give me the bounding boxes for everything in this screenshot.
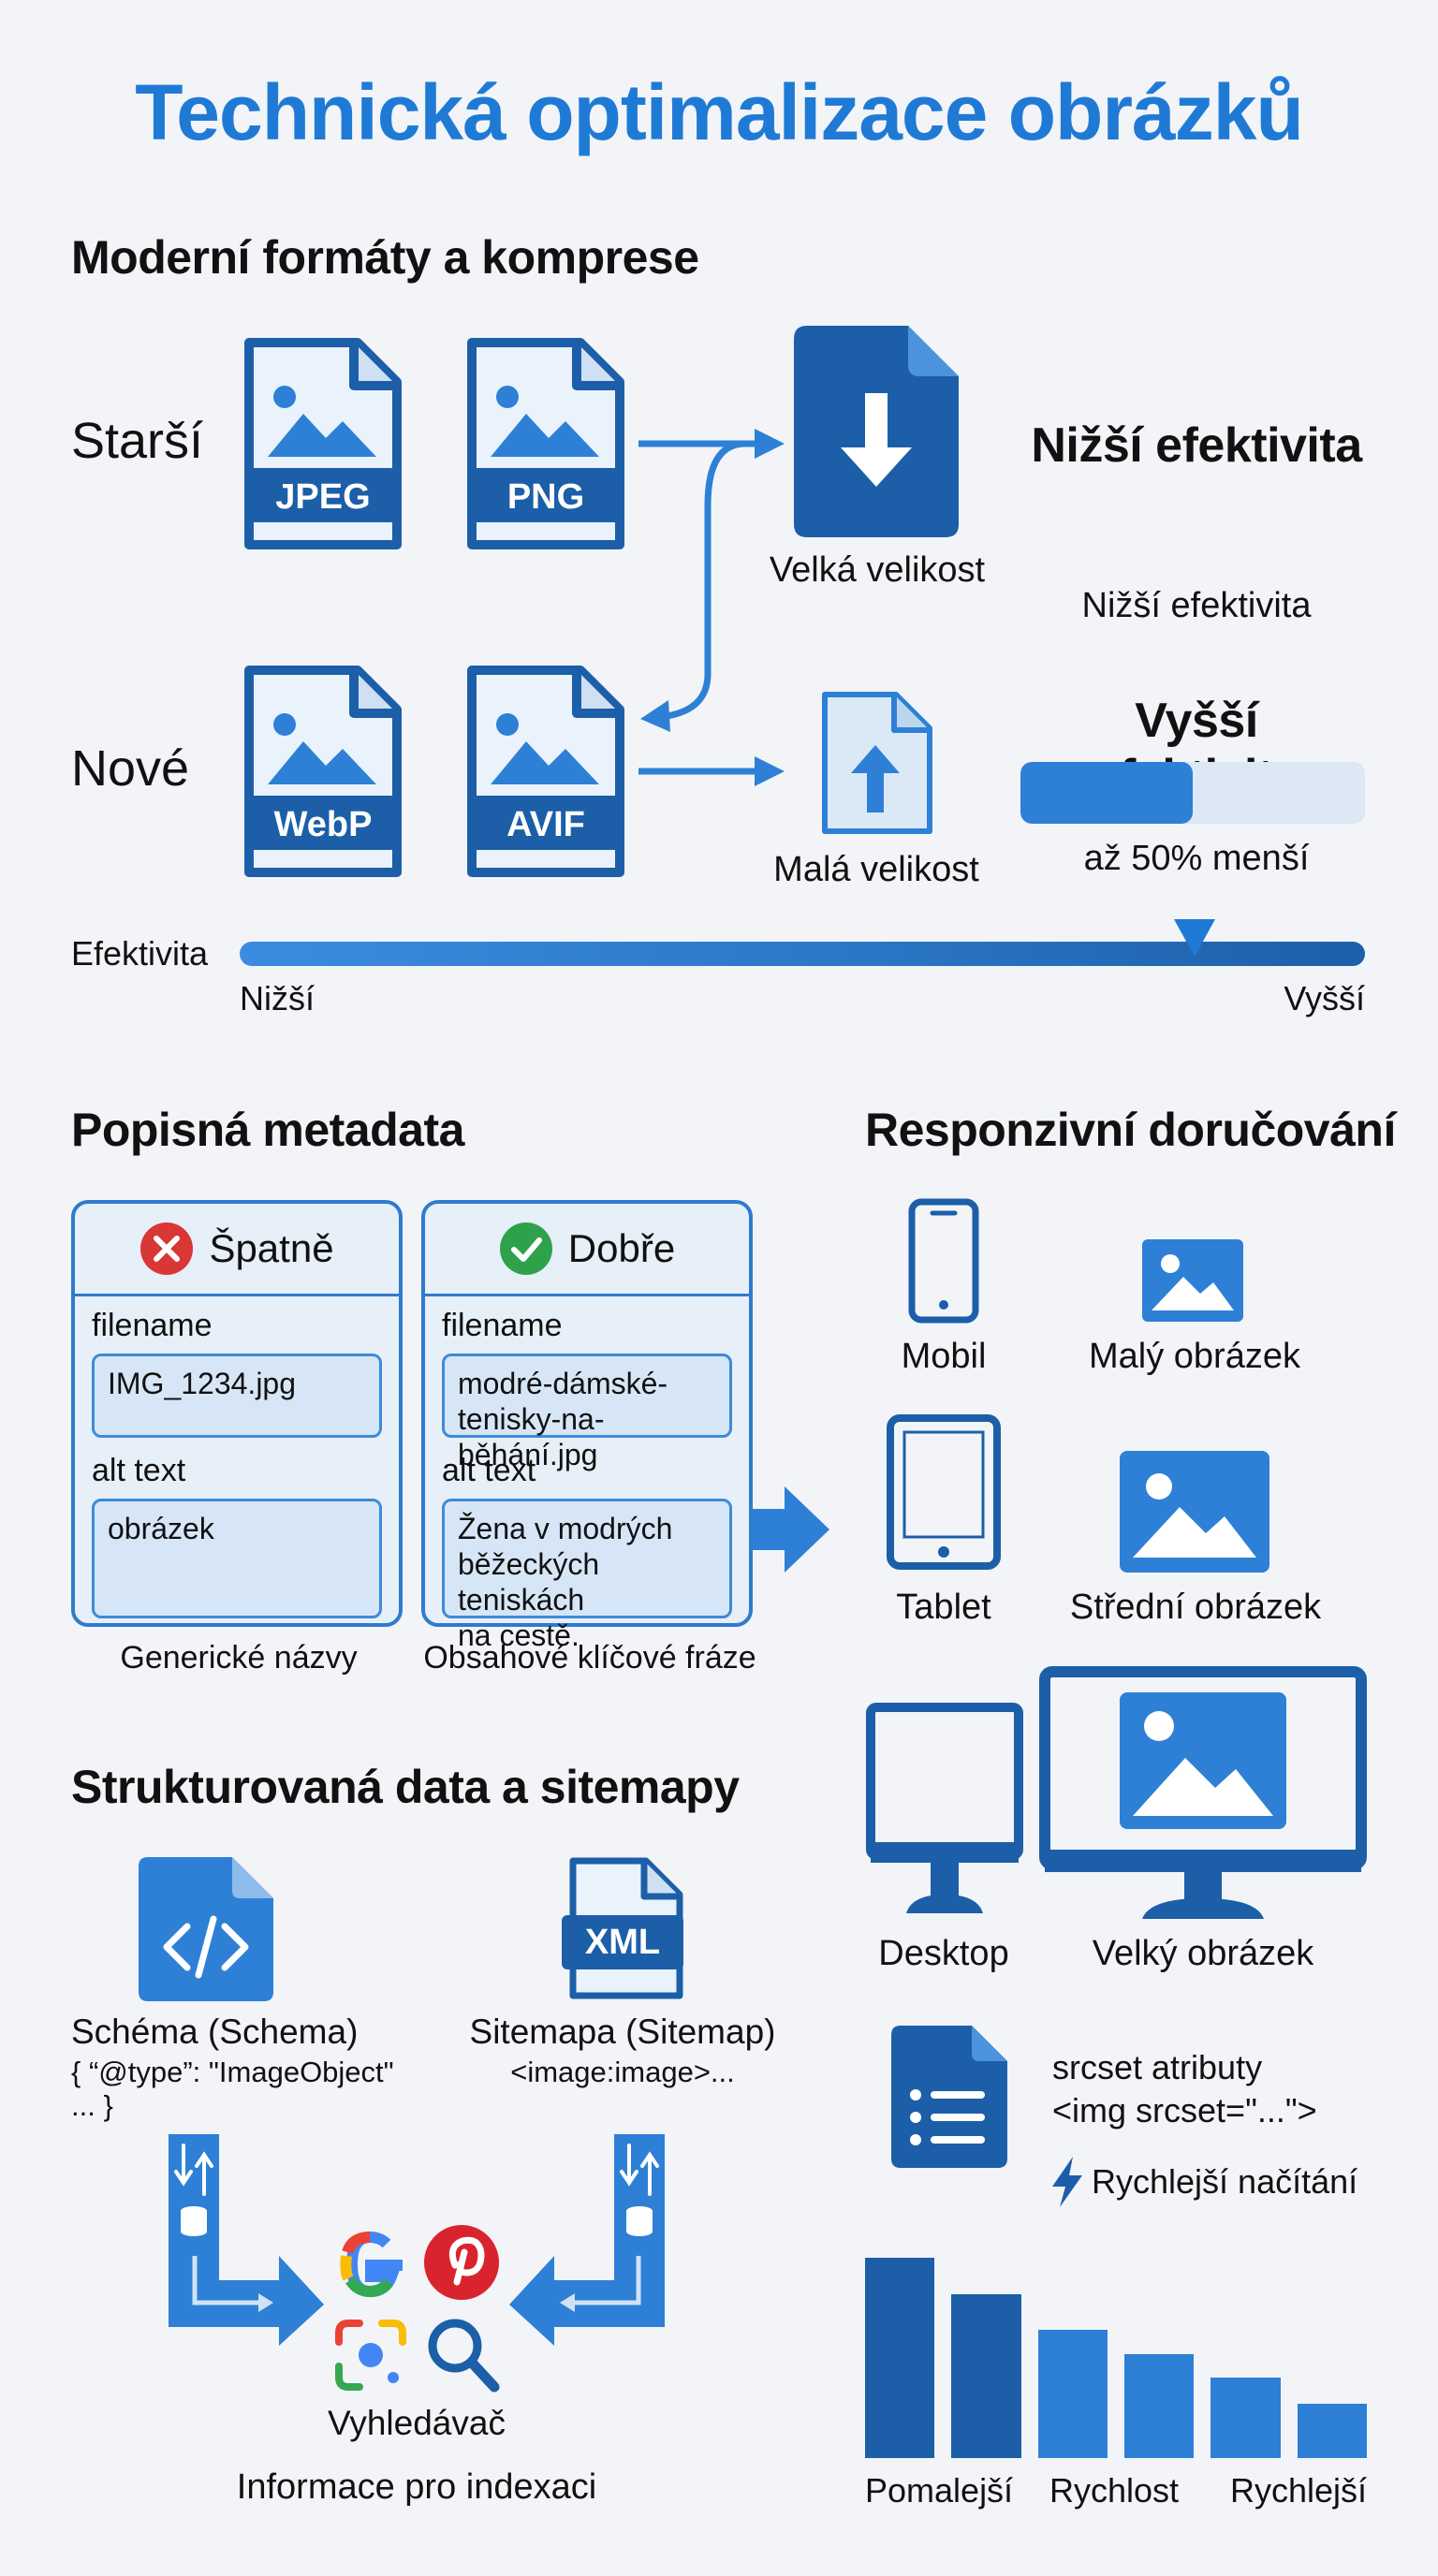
schema-label: Schéma (Schema) xyxy=(71,2012,359,2051)
good-filename-line: modré-dámské- xyxy=(458,1367,668,1400)
large-file-download-icon xyxy=(794,326,959,537)
xml-file-icon: XML xyxy=(562,1857,683,1999)
speed-mid-label: Rychlost xyxy=(1049,2471,1180,2510)
large-size-label: Velká velikost xyxy=(769,550,986,590)
png-file-icon: PNG xyxy=(467,338,624,549)
small-size-arrow xyxy=(638,756,785,786)
speed-bar xyxy=(1037,2330,1108,2458)
tablet-label: Tablet xyxy=(896,1588,991,1627)
avif-label: AVIF xyxy=(506,805,585,844)
efficiency-progress-bar xyxy=(1020,762,1365,824)
medium-image-label: Střední obrázek xyxy=(1069,1588,1322,1627)
google-lens-icon xyxy=(335,2320,406,2391)
good-card-title: Dobře xyxy=(567,1226,676,1270)
efficiency-marker-icon xyxy=(1174,919,1215,957)
schema-code-line: ... } xyxy=(71,2089,113,2122)
metadata-to-responsive-arrow xyxy=(751,1486,829,1573)
desktop-label: Desktop xyxy=(878,1934,1009,1973)
good-alt-field: Žena v modrých běžeckých teniskách na ce… xyxy=(442,1499,732,1652)
scale-high-label: Vyšší xyxy=(1284,979,1365,1017)
speed-slow-label: Pomalejší xyxy=(865,2471,1014,2510)
srcset-document-icon xyxy=(891,2026,1007,2168)
schema-code-line: { “@type”: "ImageObject" xyxy=(71,2056,394,2088)
good-alt-label: alt text xyxy=(442,1453,536,1488)
speed-fast-label: Rychlejší xyxy=(1229,2471,1367,2510)
sitemap-label: Sitemapa (Sitemap) xyxy=(469,2012,776,2051)
search-magnifier-icon xyxy=(428,2319,500,2393)
sitemap-flow-arrow xyxy=(509,2134,665,2346)
responsive-heading: Responzivní doručování xyxy=(865,1104,1396,1156)
xml-badge-label: XML xyxy=(585,1923,660,1962)
new-formats-label: Nové xyxy=(71,740,190,797)
speed-bar xyxy=(865,2258,935,2458)
bad-example-card: Špatně filename IMG_1234.jpg alt text ob… xyxy=(71,1200,403,1627)
png-label: PNG xyxy=(507,477,584,517)
good-filename-label: filename xyxy=(442,1308,563,1343)
good-alt-line: na cestě. xyxy=(458,1618,580,1652)
search-engine-label: Vyhledávač xyxy=(328,2404,506,2442)
medium-image-icon xyxy=(1120,1451,1269,1573)
efficiency-scale-bar xyxy=(240,942,1365,966)
srcset-code: <img srcset="..."> xyxy=(1052,2091,1317,2130)
good-alt-line: Žena v modrých xyxy=(458,1512,673,1545)
bad-card-header: Špatně xyxy=(75,1204,399,1296)
indexing-caption: Informace pro indexaci xyxy=(236,2467,597,2507)
sitemap-code: <image:image>... xyxy=(510,2056,735,2088)
lightning-icon xyxy=(1052,2157,1082,2207)
speed-bar xyxy=(951,2294,1021,2458)
smaller-note: až 50% menší xyxy=(1083,839,1310,878)
large-image-label: Velký obrázek xyxy=(1092,1934,1314,1973)
check-icon xyxy=(499,1222,552,1275)
bad-card-title: Špatně xyxy=(209,1226,334,1270)
bad-caption: Generické názvy xyxy=(120,1640,358,1676)
good-example-card: Dobře filename modré-dámské- tenisky-na-… xyxy=(421,1200,753,1652)
good-filename-field: modré-dámské- tenisky-na-běhání.jpg xyxy=(442,1354,732,1471)
mobile-label: Mobil xyxy=(901,1337,987,1376)
pinterest-logo-icon xyxy=(424,2225,499,2300)
webp-label: WebP xyxy=(274,805,373,844)
desktop-monitor-icon xyxy=(866,1703,1023,1913)
page-title: Technická optimalizace obrázků xyxy=(135,68,1304,156)
bad-filename-label: filename xyxy=(92,1308,213,1343)
good-caption: Obsahové klíčové fráze xyxy=(423,1640,756,1676)
good-card-header: Dobře xyxy=(425,1204,749,1296)
error-icon xyxy=(140,1222,194,1275)
google-logo-icon xyxy=(340,2231,403,2298)
efficiency-scale-label: Efektivita xyxy=(71,934,209,973)
bad-alt-label: alt text xyxy=(92,1453,186,1488)
speed-bar xyxy=(1297,2404,1367,2458)
small-image-label: Malý obrázek xyxy=(1089,1337,1300,1376)
scale-low-label: Nižší xyxy=(240,979,315,1017)
good-alt-line: běžeckých teniskách xyxy=(458,1547,600,1617)
bad-filename-field: IMG_1234.jpg xyxy=(92,1354,382,1438)
structured-heading: Strukturovaná data a sitemapy xyxy=(71,1761,740,1813)
speed-bar xyxy=(1124,2354,1195,2458)
large-monitor-image-icon xyxy=(1039,1666,1367,1919)
srcset-label: srcset atributy xyxy=(1052,2048,1263,2086)
efficiency-progress-fill xyxy=(1020,762,1193,824)
small-size-label: Malá velikost xyxy=(773,850,979,889)
code-file-icon xyxy=(139,1857,273,2001)
speed-bar xyxy=(1211,2378,1281,2458)
small-file-upload-icon xyxy=(822,692,932,834)
avif-file-icon: AVIF xyxy=(467,666,624,877)
webp-file-icon: WebP xyxy=(244,666,402,877)
lower-efficiency-note: Nižší efektivita xyxy=(1081,586,1312,625)
schema-flow-arrow xyxy=(169,2134,324,2346)
lower-efficiency-heading: Nižší efektivita xyxy=(1031,418,1362,473)
jpeg-file-icon: JPEG xyxy=(244,338,402,549)
jpeg-label: JPEG xyxy=(275,477,370,517)
good-filename-line: tenisky-na-běhání.jpg xyxy=(458,1402,605,1471)
faster-loading-label: Rychlejší načítání xyxy=(1092,2162,1358,2201)
bad-alt-field: obrázek xyxy=(92,1499,382,1618)
old-formats-label: Starší xyxy=(71,413,204,469)
speed-bars-chart xyxy=(865,2258,1367,2458)
format-conversion-arrows xyxy=(638,429,785,732)
mobile-phone-icon xyxy=(908,1198,979,1324)
small-image-icon xyxy=(1142,1239,1243,1322)
formats-heading: Moderní formáty a komprese xyxy=(71,231,699,284)
metadata-heading: Popisná metadata xyxy=(71,1104,464,1156)
tablet-icon xyxy=(887,1414,1001,1570)
